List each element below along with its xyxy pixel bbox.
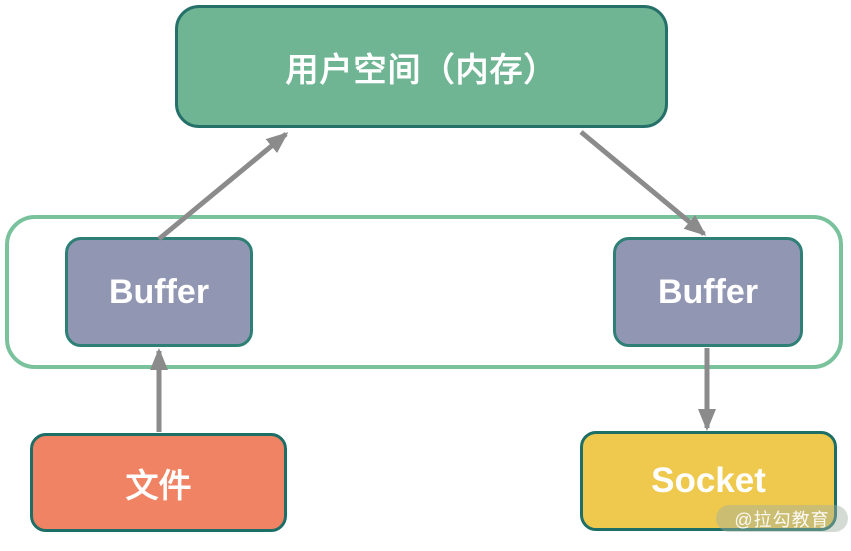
node-file-label: 文件 bbox=[125, 466, 192, 504]
node-file: 文件 bbox=[30, 433, 287, 532]
node-user-space-label: 用户空间（内存） bbox=[285, 50, 558, 88]
watermark-badge: @拉勾教育 bbox=[716, 505, 848, 532]
node-socket: Socket bbox=[580, 431, 837, 531]
node-socket-label: Socket bbox=[651, 461, 766, 500]
node-buffer-left: Buffer bbox=[65, 237, 253, 347]
node-buffer-right-label: Buffer bbox=[657, 272, 759, 311]
node-user-space: 用户空间（内存） bbox=[175, 5, 668, 128]
kernel-space-container bbox=[5, 215, 843, 369]
node-buffer-left-label: Buffer bbox=[108, 272, 210, 311]
node-buffer-right: Buffer bbox=[613, 237, 803, 347]
watermark-label: @拉勾教育 bbox=[734, 509, 830, 530]
